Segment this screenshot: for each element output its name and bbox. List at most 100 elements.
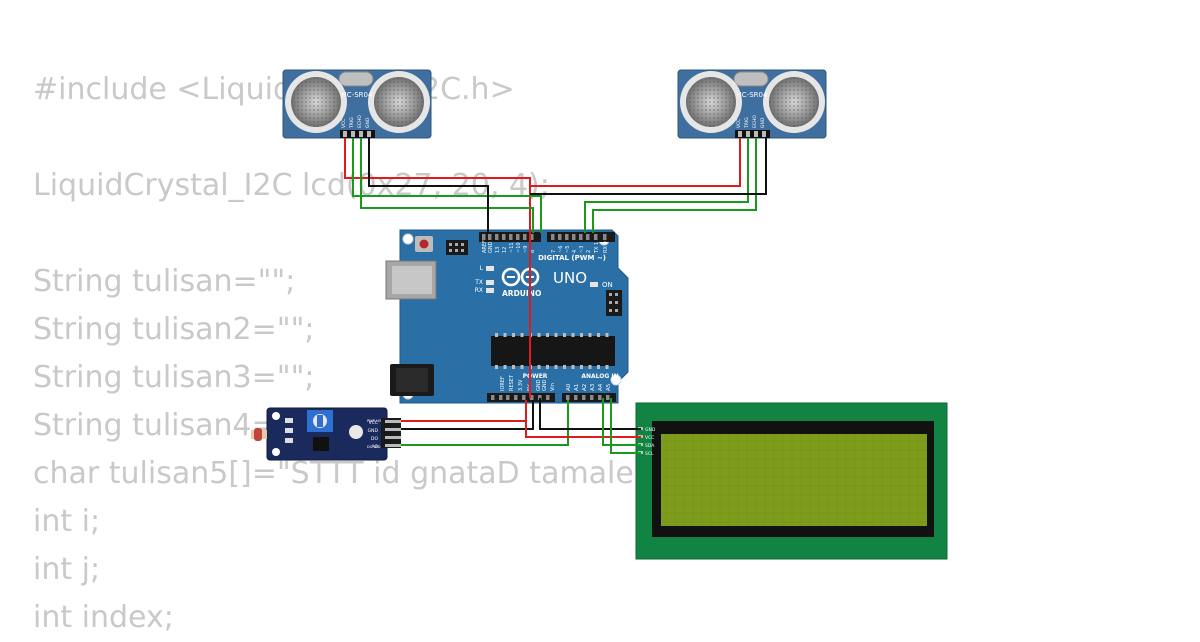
digital-label: DIGITAL (PWM ~) [538,254,606,262]
digital-pin-label: 2 [586,250,592,253]
header-pin-hole[interactable] [499,395,503,400]
digital-pin-label: ~6 [558,246,564,253]
header-pin-hole[interactable] [594,234,598,240]
board-model: UNO [553,269,587,287]
code-line: String tulisan3=""; [33,360,315,395]
header-pin-hole[interactable] [546,395,550,400]
header-pin-hole[interactable] [509,234,513,240]
header-pin-hole[interactable] [514,395,518,400]
header-pin-hole[interactable] [603,234,607,240]
sensor-pin-label: GND [365,117,371,128]
header-pin-hole[interactable] [590,395,594,400]
icsp-header-right-icon [606,290,622,316]
header-pin-hole[interactable] [582,395,586,400]
header-pin-hole[interactable] [523,234,527,240]
header-pin-hole[interactable] [506,395,510,400]
wire-lcd-vcc [525,400,641,438]
header-pin-hole[interactable] [538,395,542,400]
lcd-pin-label: SDA [645,443,655,449]
sensor-pin-label: TRIG [744,117,750,129]
digital-pin-label: 8 [530,250,536,253]
header-pin-hole[interactable] [558,234,562,240]
sensor-pin-label: VCC [341,119,347,128]
on-label: ON [602,281,613,289]
digital-pin-label: ~3 [579,246,585,253]
sensor-model-label: HC-SR04 [342,91,373,99]
usb-port-icon [385,260,437,300]
digital-pin-label: ~9 [523,246,529,253]
wire-ldr-gnd [401,400,534,430]
power-pin-label: Vin [550,383,556,391]
wire-right-vcc [530,138,741,187]
header-pin-hole[interactable] [579,234,583,240]
potentiometer-icon[interactable] [307,410,333,432]
wire-lcd-scl [610,398,641,454]
sensor-pin-label: GND [760,117,766,128]
analog-pin-label: A0 [566,383,572,391]
power-header[interactable] [487,393,555,402]
header-pin-hole[interactable] [551,234,555,240]
header-pin-hole[interactable] [495,234,499,240]
wire-right-gnd [530,138,767,195]
analog-pin-label: A5 [606,383,612,391]
do-led-label: DO LED [367,445,381,449]
header-pin-hole[interactable] [502,234,506,240]
power-pin-label: IOREF [500,376,506,391]
power-pin-label: RESET [509,374,515,391]
digital-pin-label: RX 0 [603,241,609,253]
power-pin-label: 3.3V [518,379,524,391]
header-pin-hole[interactable] [572,234,576,240]
header-pin-hole[interactable] [488,234,492,240]
wire-left-trig [352,138,542,233]
ldr-pin-label: VCC [369,420,378,426]
header-pin-hole[interactable] [491,395,495,400]
digital-pin-label: 4 [572,250,578,253]
lcd-pin-label: GND [645,427,656,433]
reset-button-icon[interactable] [415,236,433,252]
analog-header[interactable] [562,393,616,402]
wire-right-trig [584,138,749,233]
header-pin-hole[interactable] [482,234,486,240]
ldr-pin-label: AO [371,444,378,450]
wire-left-vcc [344,138,531,398]
code-line: String tulisan=""; [33,264,296,299]
analog-label: ANALOG IN [581,373,618,380]
on-led-icon [590,282,598,287]
analog-pin-label: A1 [574,384,580,391]
ldr-pin-label: DO [371,436,378,442]
wire-left-echo [360,138,534,233]
digital-pin-label: AREF [482,240,488,253]
wire-lcd-sda [602,398,641,446]
header-pin-hole[interactable] [522,395,526,400]
status-led-icon [486,266,494,271]
sensor-model-label: HC-SR04 [737,91,768,99]
header-pin-hole[interactable] [516,234,520,240]
header-pin-hole[interactable] [566,395,570,400]
wire-ldr-ao [401,400,569,446]
digital-pin-label: ~10 [516,242,522,253]
lcd-pin-label: VCC [645,435,654,441]
power-pin-label: GND [536,379,542,391]
wires [344,138,767,454]
header-pin-hole[interactable] [530,234,534,240]
header-pin-hole[interactable] [606,395,610,400]
power-pin-label: GND [542,379,548,391]
header-pin-hole[interactable] [586,234,590,240]
ldr-pin-label: GND [368,428,379,434]
header-pin-hole[interactable] [574,395,578,400]
code-line: int i; [33,504,101,539]
transducer-left-icon [285,71,347,133]
header-pin-hole[interactable] [530,395,534,400]
digital-pin-label: 7 [551,250,557,253]
status-led-icon [486,280,494,285]
status-led-icon [486,288,494,293]
digital-pin-label: ~11 [509,242,515,253]
header-pin-hole[interactable] [598,395,602,400]
header-pin-hole[interactable] [565,234,569,240]
